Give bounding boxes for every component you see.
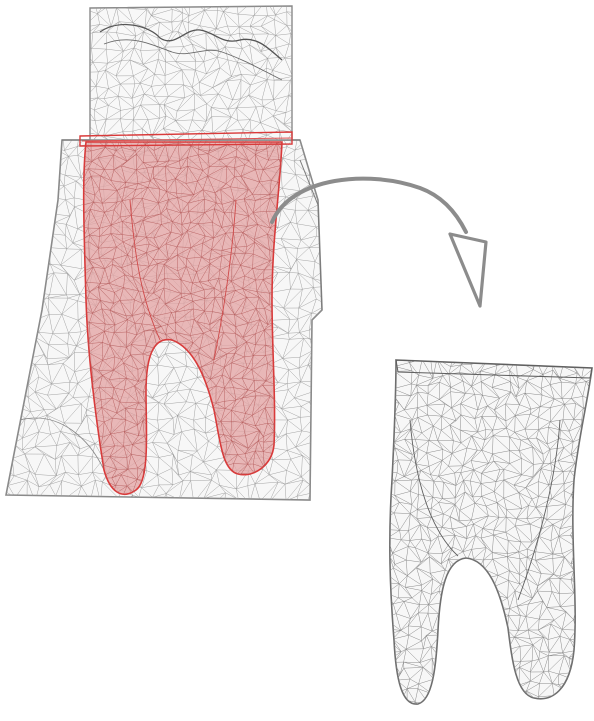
crown-mesh: [80, 0, 305, 160]
root-mesh-extracted: [382, 349, 594, 719]
